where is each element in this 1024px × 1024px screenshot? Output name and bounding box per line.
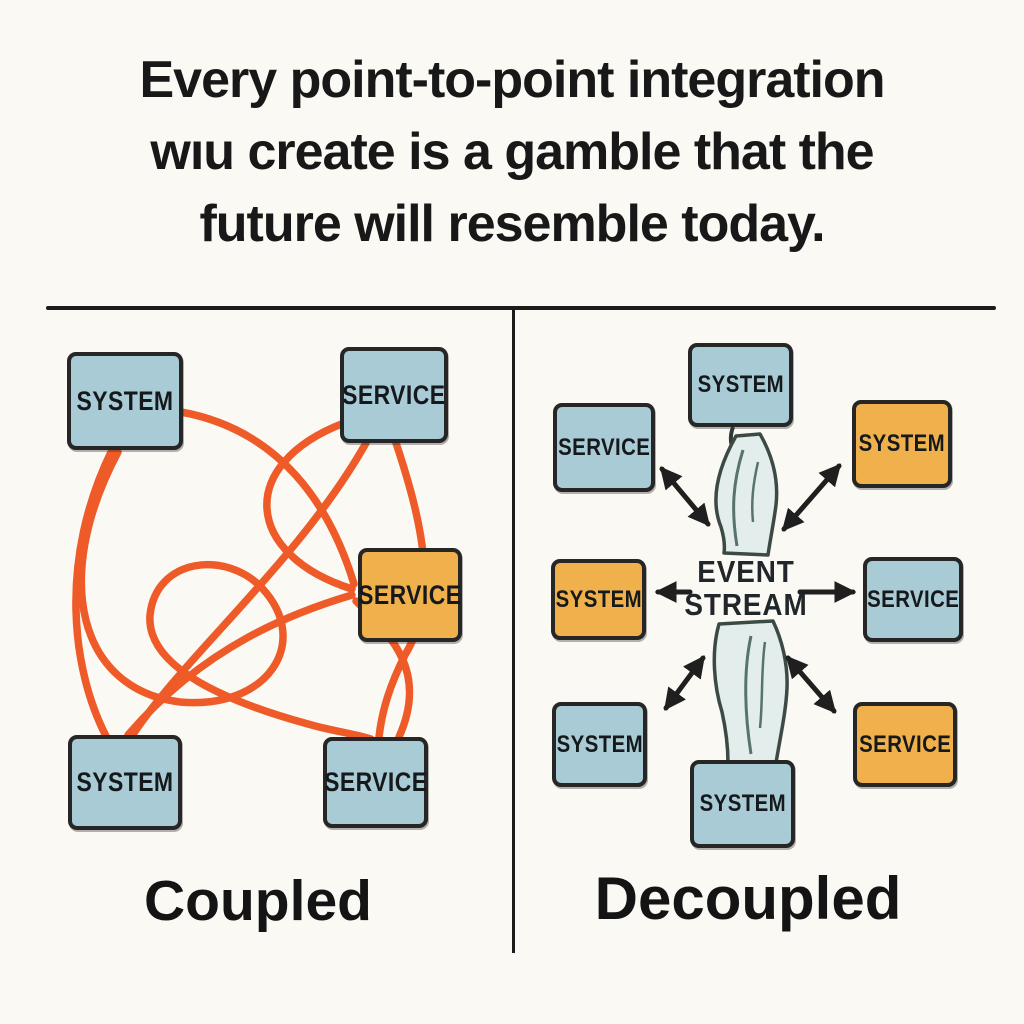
quote-line-1: Every point-to-point integration [139,51,885,109]
box-label: SERVICE [358,579,462,610]
right-box-lower-left-system: SYSTEM [552,702,647,787]
box-label: SERVICE [866,585,960,613]
caption-coupled: Coupled [144,869,372,933]
event-stream-label-line1: EVENT [697,554,795,589]
box-label: SYSTEM [76,767,174,797]
quote-line-3: future will resemble today. [199,195,825,253]
event-stream-label-line2: STREAM [684,587,808,622]
left-box-bottom-right-service: SERVICE [323,737,428,828]
box-label: SYSTEM [699,790,786,817]
horizontal-divider [46,306,996,310]
box-label: SYSTEM [556,730,643,758]
right-box-upper-left-service: SERVICE [553,403,655,492]
left-box-top-left-system: SYSTEM [67,352,183,450]
arrow-upper-right [781,463,842,532]
left-box-top-right-service: SERVICE [340,347,448,443]
left-box-middle-right-service: SERVICE [358,548,462,642]
right-box-middle-right-service: SERVICE [863,557,963,642]
right-box-top-center-system: SYSTEM [688,343,793,427]
right-box-lower-right-service: SERVICE [853,702,957,787]
box-label: SERVICE [858,730,952,758]
box-label: SERVICE [557,433,651,461]
quote-line-2: wıu create is a gamble that the [150,123,874,181]
box-label: SERVICE [342,379,446,410]
box-label: SYSTEM [555,585,642,613]
quote-text: Every point-to-point integration wıu cre… [60,44,964,260]
event-stream-arrows [654,463,857,714]
left-box-bottom-left-system: SYSTEM [68,735,182,830]
event-stream-label: EVENT STREAM [670,555,822,621]
right-box-bottom-center-system: SYSTEM [690,760,795,848]
arrow-lower-left [663,655,706,711]
vertical-divider [512,309,515,953]
arrow-upper-left [659,466,711,527]
box-label: SYSTEM [76,385,174,416]
box-label: SYSTEM [697,371,784,398]
arrow-lower-right [785,655,837,714]
caption-decoupled: Decoupled [594,865,902,932]
box-label: SERVICE [323,767,428,797]
right-box-upper-right-system: SYSTEM [852,400,952,488]
right-box-middle-left-system: SYSTEM [551,559,646,640]
box-label: SYSTEM [858,430,946,457]
event-stream-ribbon [712,426,789,765]
